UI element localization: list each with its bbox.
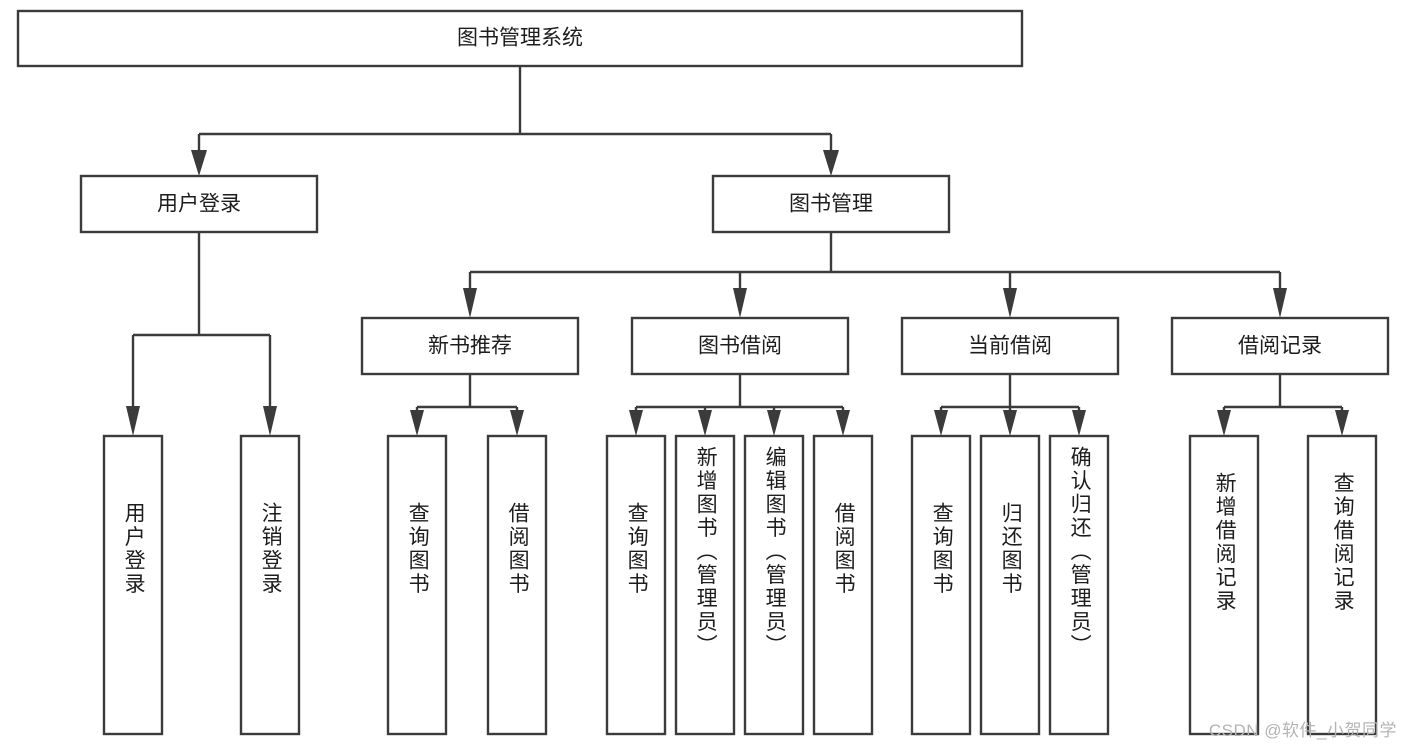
leaf-box-user-login-1[interactable]	[239, 434, 301, 736]
arrow-head-leaf-user-login-0	[126, 406, 140, 436]
arrow-head-current-borrow	[1003, 288, 1017, 318]
node-current-borrow-box[interactable]	[900, 316, 1120, 376]
leaf-box-new-book-1[interactable]	[486, 434, 548, 736]
leaf-box-book-borrow-0[interactable]	[605, 434, 667, 736]
leaf-box-book-borrow-2[interactable]	[743, 434, 805, 736]
leaf-box-new-book-0[interactable]	[386, 434, 448, 736]
node-new-book-recommend-box[interactable]	[360, 316, 580, 376]
arrow-head-leaf-new-book-0	[410, 410, 424, 436]
node-borrow-record-box[interactable]	[1170, 316, 1390, 376]
arrow-head-leaf-book-borrow-2	[767, 410, 781, 436]
node-root-label: 图书管理系统	[457, 27, 583, 50]
watermark-text: CSDN @软件_小贺同学	[1208, 721, 1397, 740]
node-current-borrow-label: 当前借阅	[968, 335, 1052, 358]
leaf-box-current-borrow-1[interactable]	[979, 434, 1041, 736]
arrow-head-leaf-borrow-record-0	[1217, 410, 1231, 436]
arrow-head-leaf-current-borrow-2	[1072, 410, 1086, 436]
arrow-head-leaf-current-borrow-0	[934, 410, 948, 436]
node-user-login-box[interactable]	[79, 174, 319, 234]
arrow-head-leaf-book-borrow-1	[698, 410, 712, 436]
arrow-head-leaf-user-login-1	[263, 406, 277, 436]
arrow-head-leaf-current-borrow-1	[1003, 410, 1017, 436]
arrow-head-borrow-record	[1273, 288, 1287, 318]
leaf-box-book-borrow-1[interactable]	[674, 434, 736, 736]
arrow-head-user-login	[191, 150, 207, 176]
node-layer	[16, 9, 1390, 736]
node-borrow-record-label: 借阅记录	[1238, 335, 1322, 358]
leaf-box-book-borrow-3[interactable]	[812, 434, 874, 736]
node-book-manage-label: 图书管理	[789, 193, 873, 216]
arrow-head-book-manage	[823, 150, 839, 176]
node-new-book-recommend-label: 新书推荐	[428, 335, 512, 358]
node-book-manage-box[interactable]	[711, 174, 951, 234]
node-book-borrow-label: 图书借阅	[698, 335, 782, 358]
connector-layer	[126, 66, 1349, 436]
leaf-box-current-borrow-2[interactable]	[1048, 434, 1110, 736]
node-book-borrow-box[interactable]	[630, 316, 850, 376]
leaf-box-borrow-record-1[interactable]	[1306, 434, 1378, 736]
leaf-box-borrow-record-0[interactable]	[1188, 434, 1260, 736]
arrow-head-leaf-new-book-1	[510, 410, 524, 436]
arrow-head-new-book-recommend	[463, 288, 477, 318]
leaf-box-user-login-0[interactable]	[102, 434, 164, 736]
arrow-head-leaf-book-borrow-3	[836, 410, 850, 436]
arrow-head-leaf-borrow-record-1	[1335, 410, 1349, 436]
leaf-box-current-borrow-0[interactable]	[910, 434, 972, 736]
node-root-box[interactable]	[16, 9, 1024, 68]
label-layer: 图书管理系统 用户登录 图书管理 新书推荐 图书借阅 当前借阅 借阅记录	[157, 27, 1322, 358]
node-user-login-label: 用户登录	[157, 193, 241, 216]
arrow-head-book-borrow	[733, 288, 747, 318]
arrow-head-leaf-book-borrow-0	[629, 410, 643, 436]
